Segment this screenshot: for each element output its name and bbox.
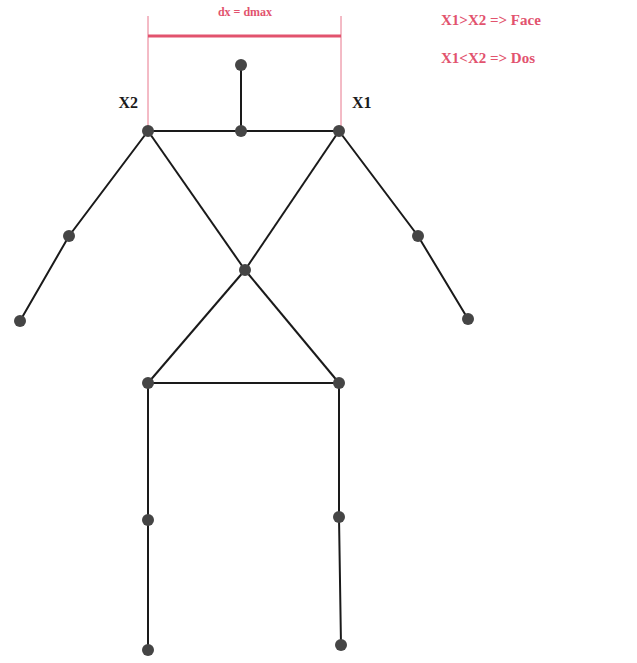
- point-label: X1: [352, 94, 372, 112]
- rule-note: X1<X2 => Dos: [441, 50, 535, 67]
- dimension-label: dx = dmax: [218, 6, 272, 19]
- skeleton-joints: [14, 59, 474, 656]
- rule-note: X1>X2 => Face: [441, 12, 541, 29]
- dimension-marker: [148, 16, 341, 131]
- point-label: X2: [118, 94, 138, 112]
- skeleton-bones: [20, 65, 468, 650]
